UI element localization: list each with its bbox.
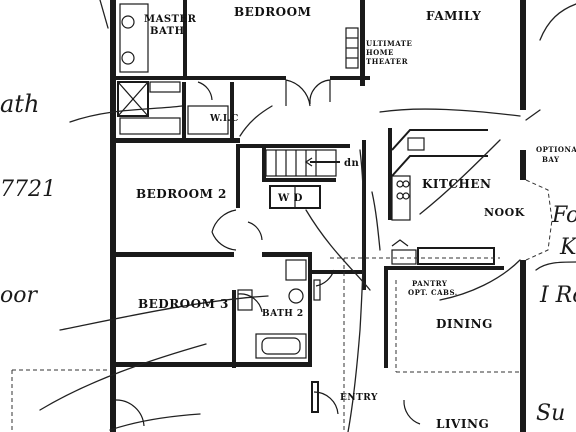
handwritten-note-k: K: [559, 235, 576, 260]
stairs-down-label: dn: [344, 158, 359, 169]
theater-label-2: HOME: [366, 48, 394, 57]
dining-label: DINING: [436, 317, 493, 331]
wic-label: W.I.C: [209, 114, 239, 124]
fixtures: [11, 3, 553, 432]
pantry-label-2: OPT. CABS.: [408, 288, 458, 297]
family-label: FAMILY: [426, 9, 481, 23]
handwritten-note-su: Su: [536, 401, 565, 426]
theater-label-3: THEATER: [366, 57, 408, 66]
optional-bay-label-2: BAY: [542, 155, 560, 164]
living-label: LIVING: [436, 417, 489, 431]
washer-dryer-label: W D: [277, 193, 303, 204]
handwritten-note-fo: Fo: [551, 203, 576, 228]
handwritten-note-oor: oor: [0, 283, 38, 308]
bedroom3-label: BEDROOM 3: [138, 297, 229, 311]
master-bath-label-2: BATH: [150, 26, 185, 37]
ink-marks: [39, 0, 576, 432]
handwritten-note-ath: ath: [0, 90, 39, 118]
pantry-label-1: PANTRY: [412, 279, 448, 288]
handwritten-note-ro: I Ro: [539, 283, 576, 308]
bath2-label: BATH 2: [262, 309, 304, 319]
optional-bay-label-1: OPTIONAL: [536, 145, 576, 154]
bedroom2-label: BEDROOM 2: [136, 187, 227, 201]
master-bath-label-1: MASTER: [144, 14, 197, 25]
handwritten-note-number: 7721: [0, 177, 56, 202]
walls: [110, 0, 526, 432]
kitchen-label: KITCHEN: [422, 177, 491, 191]
bedroom-label: BEDROOM: [234, 5, 311, 19]
nook-label: NOOK: [484, 206, 525, 219]
theater-label-1: ULTIMATE: [366, 39, 412, 48]
entry-label: ENTRY: [340, 393, 378, 403]
